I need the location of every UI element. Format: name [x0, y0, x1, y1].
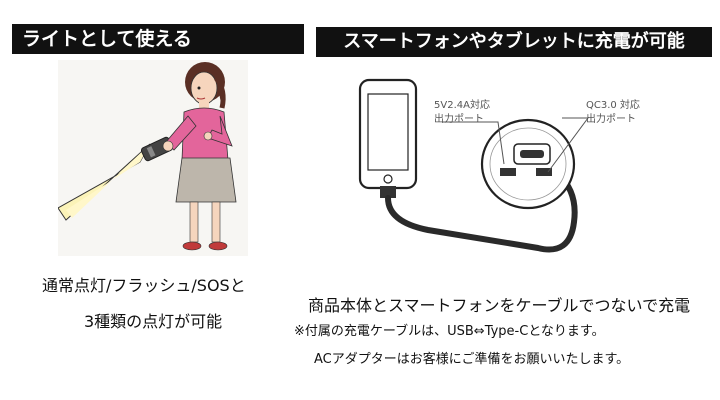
woman-with-flashlight-illustration: [57, 60, 248, 256]
charging-section-header: スマートフォンやタブレットに充電が可能: [316, 27, 712, 57]
port-5v-label: 5V2.4A対応: [434, 100, 490, 111]
port-qc3-label: QC3.0 対応: [586, 100, 640, 111]
charging-caption: 商品本体とスマートフォンをケーブルでつないで充電: [308, 296, 691, 315]
lighting-modes-caption: 通常点灯/フラッシュ/SOSと: [42, 276, 246, 295]
port-5v-sublabel: 出力ポート: [434, 114, 484, 125]
powerbank-icon: [480, 118, 576, 210]
lighting-modes-caption-2: 3種類の点灯が可能: [84, 312, 223, 331]
adapter-note: ACアダプターはお客様にご準備をお願いいたします。: [314, 352, 630, 367]
charging-diagram: 5V2.4A対応 出力ポート QC3.0 対応 出力ポート: [348, 72, 678, 284]
port-qc3-sublabel: 出力ポート: [586, 114, 636, 125]
light-section-header: ライトとして使える: [12, 24, 304, 54]
smartphone-icon: [358, 78, 418, 190]
cable-note: ※付属の充電ケーブルは、USB⇔Type-Cとなります。: [294, 324, 605, 339]
